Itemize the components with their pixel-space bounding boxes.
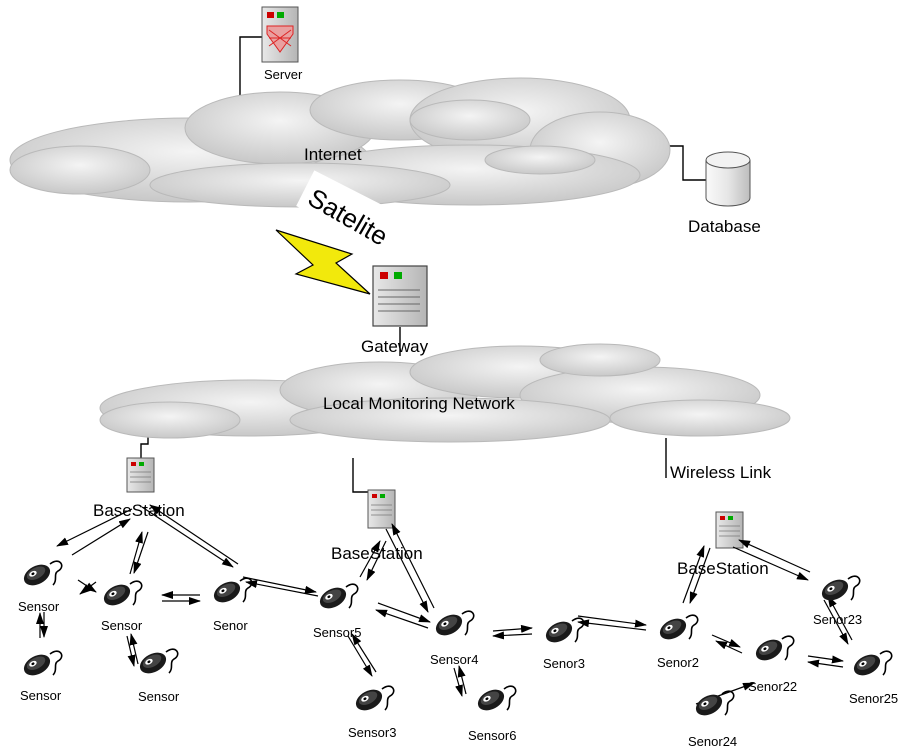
- sensor-node-icon: [474, 684, 517, 714]
- database-icon: [705, 151, 751, 207]
- wireless-arrow: [377, 602, 431, 623]
- sensor-node-icon: [752, 634, 795, 664]
- server-link: [239, 36, 262, 105]
- wireless-arrow: [79, 581, 97, 595]
- wireless-arrow: [807, 655, 844, 664]
- sensor-node-icon: [316, 582, 359, 612]
- base-station-left-label: BaseStation: [93, 501, 185, 520]
- wireless-arrow: [129, 633, 139, 665]
- sensor-node-icon: [656, 613, 699, 643]
- sensor-label-s12: Senor22: [748, 679, 797, 694]
- sensor-label-s8: Sensor4: [430, 652, 478, 667]
- lightning-icon: [275, 229, 371, 295]
- wireless-arrow: [577, 615, 647, 628]
- internet-cloud-icon: [9, 77, 671, 208]
- sensor-node-icon: [100, 579, 143, 609]
- sensor-label-s9: Sensor6: [468, 728, 516, 743]
- wireless-arrow: [577, 619, 647, 631]
- wireless-arrow: [126, 635, 136, 667]
- wireless-arrow: [141, 506, 234, 568]
- sensor-label-s5: Senor: [213, 618, 248, 633]
- sensor-label-s3: Sensor: [101, 618, 143, 633]
- wireless-arrow: [149, 504, 239, 565]
- database-label: Database: [688, 217, 761, 236]
- base-station-left-icon: [126, 457, 155, 493]
- wireless-arrow: [245, 580, 319, 597]
- wireless-arrow: [133, 531, 149, 574]
- satellite-label-bg: [296, 170, 400, 250]
- wireless-arrow: [385, 528, 429, 613]
- base-station-center-label: BaseStation: [331, 544, 423, 563]
- wireless-arrow: [56, 508, 133, 547]
- wireless-arrow: [807, 659, 844, 668]
- wireless-arrow: [359, 540, 381, 578]
- sensor-label-s7: Sensor3: [348, 725, 396, 740]
- wireless-arrow: [242, 576, 317, 594]
- wireless-arrow: [375, 609, 429, 629]
- local-network-label: Local Monitoring Network: [323, 394, 515, 413]
- wireless-arrow: [71, 518, 131, 556]
- wireless-arrow: [77, 579, 97, 593]
- wireless-arrow: [351, 633, 377, 673]
- wireless-arrow: [366, 540, 387, 581]
- wired-links: [140, 36, 706, 493]
- base-center-link: [352, 458, 374, 493]
- gateway-server-icon: [372, 265, 428, 327]
- database-link: [660, 145, 706, 181]
- wireless-arrow: [682, 545, 705, 604]
- local-network-cloud-icon: [99, 343, 791, 443]
- base-station-right-label: BaseStation: [677, 559, 769, 578]
- wireless-arrow: [738, 539, 811, 573]
- internet-label: Internet: [304, 145, 362, 164]
- sensor-label-s1: Sensor: [18, 599, 60, 614]
- sensor-node-icon: [850, 649, 893, 679]
- sensor-label-s2: Sensor: [20, 688, 62, 703]
- wireless-arrow: [715, 640, 743, 654]
- sensor-node-icon: [20, 649, 63, 679]
- sensor-label-s15: Senor25: [849, 691, 898, 706]
- wireless-arrow: [347, 635, 373, 677]
- wireless-arrow: [391, 523, 435, 609]
- wireless-arrow: [492, 624, 533, 633]
- sensor-label-s6: Sensor5: [313, 625, 361, 640]
- base-station-center-icon: [367, 489, 396, 529]
- sensor-node-icon: [542, 616, 585, 646]
- sensor-node-icon: [210, 576, 253, 606]
- base-station-right-icon: [715, 511, 744, 549]
- sensor-label-s10: Senor3: [543, 656, 585, 671]
- sensor-node-icon: [432, 609, 475, 639]
- wireless-arrow: [732, 546, 809, 581]
- server-icon: [261, 6, 299, 63]
- wireless-arrow: [453, 667, 463, 697]
- gateway-label: Gateway: [361, 337, 429, 356]
- sensor-label-s14: Senor23: [813, 612, 862, 627]
- wireless-arrows: [36, 504, 853, 705]
- wireless-arrow: [457, 665, 467, 695]
- wireless-link-label: Wireless Link: [670, 463, 772, 482]
- wireless-arrow: [689, 547, 711, 604]
- sensor-label-s13: Senor24: [688, 734, 737, 749]
- wireless-arrow: [827, 595, 853, 641]
- sensor-label-s11: Senor2: [657, 655, 699, 670]
- wireless-arrow: [492, 631, 533, 640]
- sensor-node-icon: [136, 647, 179, 677]
- wireless-arrow: [129, 531, 143, 575]
- sensor-node-icon: [20, 559, 63, 589]
- base-left-link: [140, 432, 149, 458]
- sensor-node-icon: [352, 684, 395, 714]
- server-label: Server: [264, 67, 303, 82]
- sensor-node-icon: [692, 689, 735, 719]
- sensor-label-s4: Sensor: [138, 689, 180, 704]
